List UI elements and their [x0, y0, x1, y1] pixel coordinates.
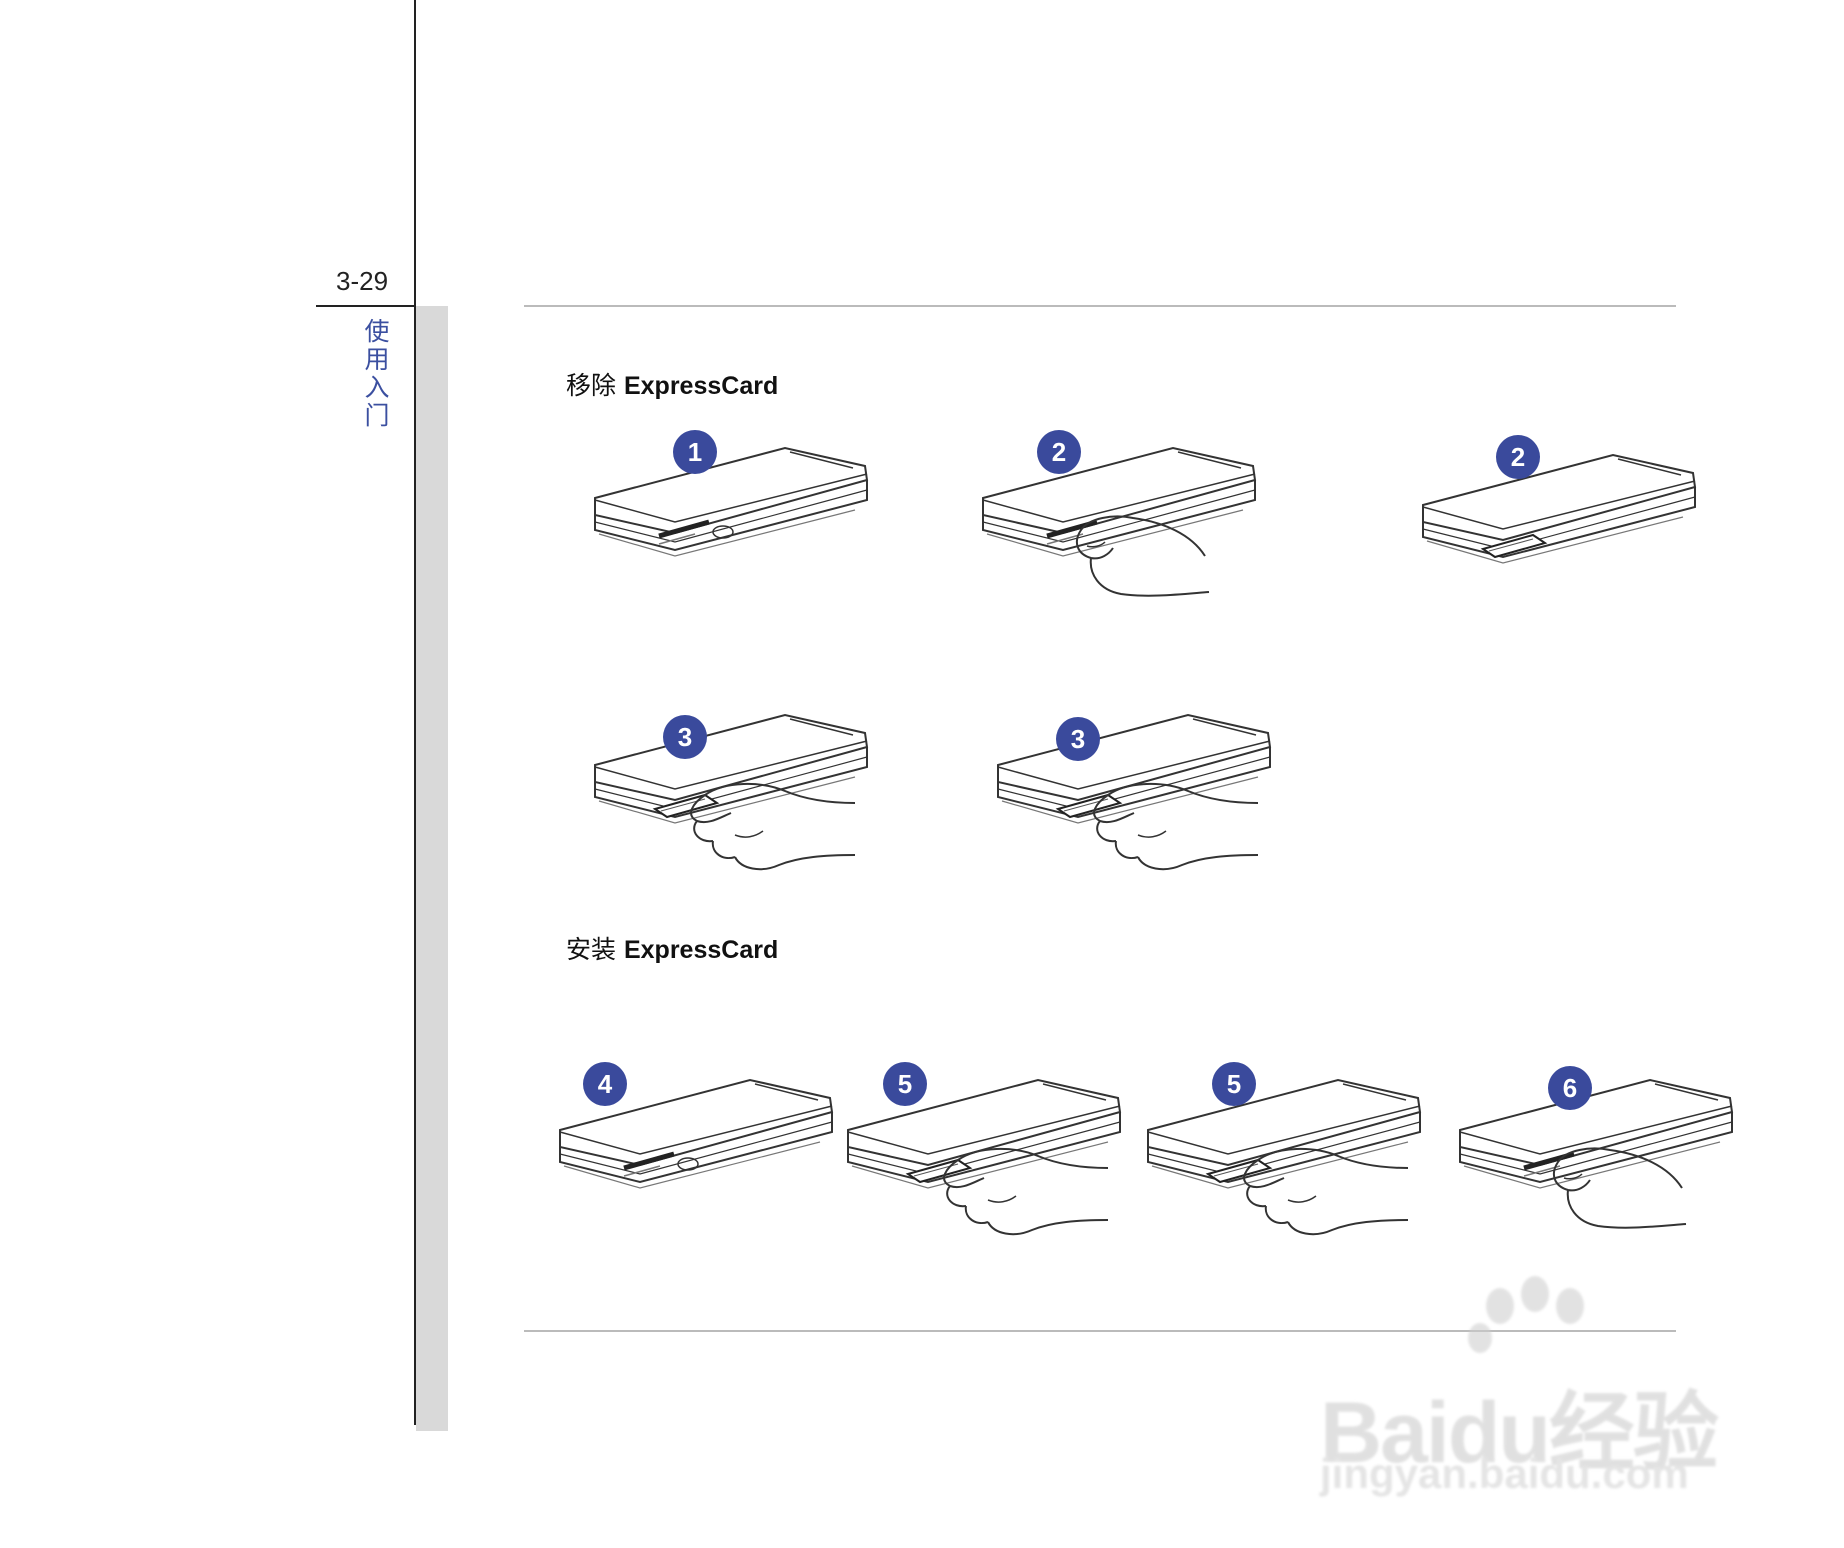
paw-logo-icon [1468, 1276, 1584, 1353]
watermark-sub: jingyan.baidu.com [1320, 1450, 1689, 1497]
chapter-title-char: 使 [364, 317, 390, 346]
laptop-slot-illustration: 1 [594, 430, 868, 557]
laptop-insert-card-illustration: 5 [1147, 1062, 1421, 1236]
laptop-pull-card-illustration: 3 [997, 714, 1271, 871]
step-badge [583, 1062, 627, 1106]
chapter-title-char: 门 [364, 401, 390, 430]
step-badge [883, 1062, 927, 1106]
content-bottom-rule [524, 1330, 1676, 1332]
step-number: 4 [598, 1069, 613, 1099]
margin-vertical-rule [414, 0, 416, 1425]
install-step-5a: 5 [838, 1050, 1128, 1240]
remove-step-2b: 2 [1413, 425, 1713, 615]
laptop-card-ejected-illustration: 2 [1422, 435, 1696, 564]
remove-section-heading: 移除 ExpressCard [566, 366, 778, 402]
step-badge [1037, 430, 1081, 474]
heading-en: ExpressCard [623, 936, 779, 964]
laptop-push-illustration: 2 [982, 430, 1256, 597]
step-badge [673, 430, 717, 474]
laptop-slot-illustration: 4 [559, 1062, 833, 1189]
step-number: 3 [1071, 724, 1085, 754]
step-number: 2 [1052, 437, 1066, 467]
content-top-rule [524, 305, 1676, 307]
laptop-push-illustration: 6 [1459, 1066, 1733, 1229]
step-badge [1548, 1066, 1592, 1110]
remove-step-3b: 3 [988, 685, 1288, 875]
chapter-title-char: 用 [364, 345, 390, 374]
step-number: 1 [688, 437, 702, 467]
chapter-title-char: 入 [364, 373, 390, 402]
chapter-tab-bar [416, 306, 448, 1431]
laptop-pull-card-illustration: 3 [594, 714, 868, 871]
step-number: 5 [1227, 1069, 1241, 1099]
step-number: 2 [1511, 442, 1525, 472]
install-step-5b: 5 [1138, 1050, 1428, 1240]
heading-cn: 移除 [566, 371, 617, 400]
chapter-title: 使 用 入 门 [362, 318, 392, 430]
install-section-heading: 安装 ExpressCard [566, 930, 778, 966]
heading-en: ExpressCard [623, 372, 779, 400]
step-badge [1056, 717, 1100, 761]
remove-step-2a: 2 [973, 418, 1273, 608]
step-badge [1212, 1062, 1256, 1106]
step-number: 5 [898, 1069, 912, 1099]
page-number: 3-29 [336, 266, 389, 296]
step-badge [1496, 435, 1540, 479]
step-number: 6 [1563, 1073, 1577, 1103]
laptop-insert-card-illustration: 5 [847, 1062, 1121, 1236]
margin-horizontal-rule [316, 305, 414, 307]
watermark-main: Baidu经验 [1320, 1385, 1719, 1481]
heading-cn: 安装 [566, 935, 617, 964]
remove-step-3a: 3 [585, 685, 885, 875]
baidu-watermark: Baidu经验 jingyan.baidu.com [1310, 1276, 1780, 1497]
step-badge [663, 715, 707, 759]
install-step-4: 4 [550, 1050, 840, 1240]
step-number: 3 [678, 722, 692, 752]
remove-step-1: 1 [585, 418, 885, 608]
install-step-6: 6 [1450, 1050, 1740, 1240]
